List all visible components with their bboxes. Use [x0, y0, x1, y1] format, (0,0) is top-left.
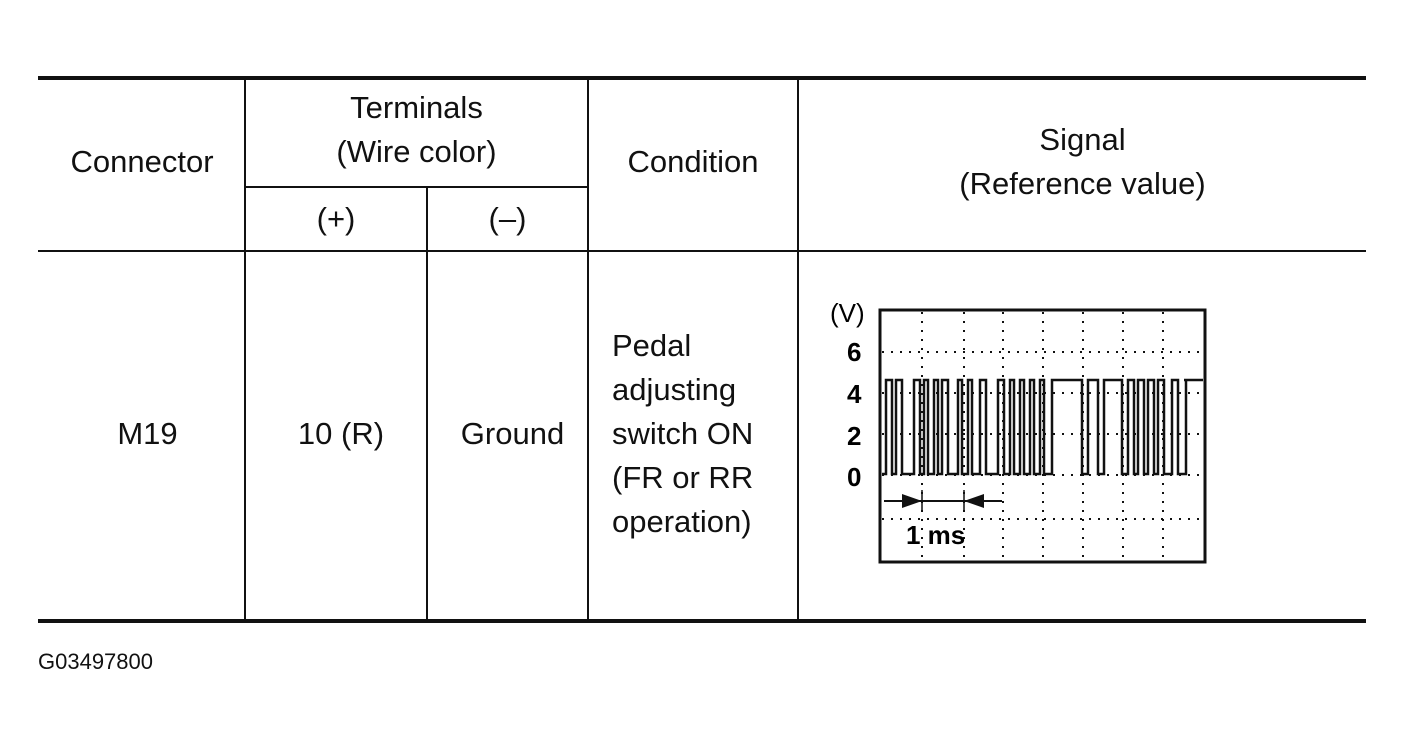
header-signal: Signal: [1039, 122, 1126, 157]
header-bottom-rule: [38, 250, 1366, 252]
column-divider-1: [244, 80, 246, 619]
condition-line: operation): [612, 504, 752, 539]
header-plus: (+): [316, 201, 356, 236]
condition-line: adjusting: [612, 372, 737, 407]
cell-minus-terminal: Ground: [460, 416, 565, 451]
table-top-rule: [38, 76, 1366, 80]
header-terminals: Terminals: [350, 90, 483, 125]
signal-waveform-graph: (V) 6 4 2 0 1 ms: [830, 298, 1207, 564]
header-reference-value: (Reference value): [959, 166, 1206, 201]
y-tick-label: 6: [847, 337, 861, 367]
cell-connector: M19: [117, 416, 178, 451]
signal-waveform: [882, 378, 1203, 476]
condition-line: Pedal: [612, 328, 692, 363]
header-connector: Connector: [70, 144, 214, 179]
time-scale-label: 1 ms: [906, 520, 965, 550]
time-scale-marker: [884, 490, 1002, 512]
header-minus: (–): [488, 201, 527, 236]
condition-line: (FR or RR: [612, 460, 754, 495]
cell-plus-terminal: 10 (R): [297, 416, 385, 451]
header-wire-color: (Wire color): [336, 134, 497, 169]
column-divider-2: [426, 188, 428, 619]
column-divider-3: [587, 80, 589, 619]
terminals-divider: [245, 186, 588, 188]
y-tick-label: 4: [847, 379, 862, 409]
header-condition: Condition: [627, 144, 759, 179]
condition-line: switch ON: [612, 416, 754, 451]
y-tick-label: 2: [847, 421, 861, 451]
unit-label: (V): [830, 298, 865, 328]
table-bottom-rule: [38, 619, 1366, 623]
column-divider-4: [797, 80, 799, 619]
scope-frame: [878, 308, 1207, 564]
y-tick-label: 0: [847, 462, 861, 492]
figure-id: G03497800: [38, 649, 153, 674]
